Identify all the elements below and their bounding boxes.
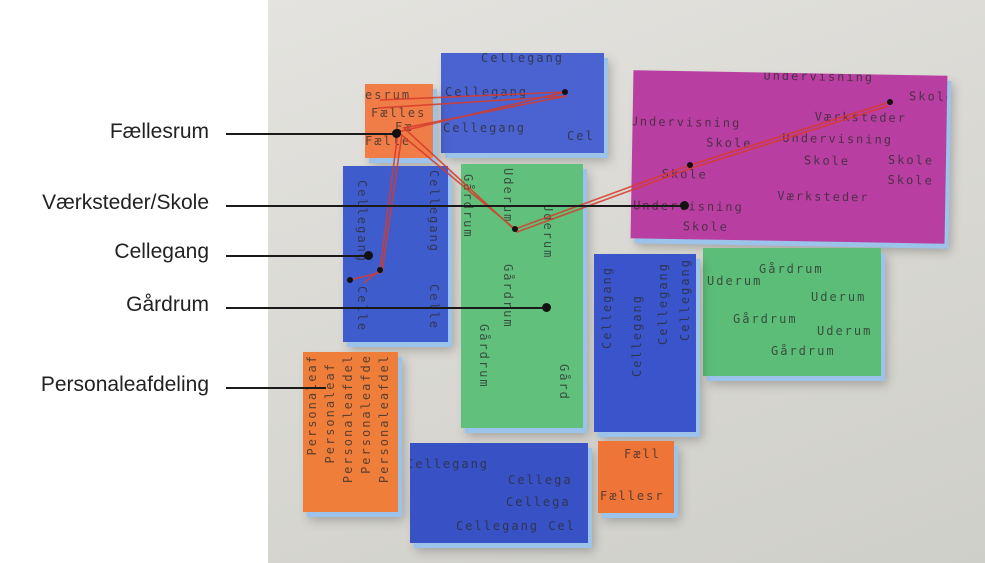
label-gaardrum: Gårdrum (126, 293, 209, 317)
pointer-dot (680, 201, 689, 210)
pin (512, 226, 518, 232)
leader-line (226, 133, 396, 135)
pin (687, 162, 693, 168)
string-line (364, 132, 398, 283)
label-cellegang: Cellegang (114, 240, 209, 264)
pin (562, 89, 568, 95)
string-line (380, 92, 890, 229)
leader-line (226, 255, 368, 257)
leader-line (226, 205, 684, 207)
pin (377, 267, 383, 273)
leader-line (226, 387, 326, 389)
leader-line (226, 307, 546, 309)
pointer-dot (542, 303, 551, 312)
pointer-dot (364, 251, 373, 260)
label-personaleafdeling: Personaleafdeling (41, 373, 209, 397)
pointer-dot (392, 129, 401, 138)
pin (887, 99, 893, 105)
pin (347, 277, 353, 283)
label-faellesrum: Fællesrum (110, 120, 209, 144)
label-vaerksteder-skole: Værksteder/Skole (42, 191, 209, 215)
string-line (378, 96, 888, 232)
